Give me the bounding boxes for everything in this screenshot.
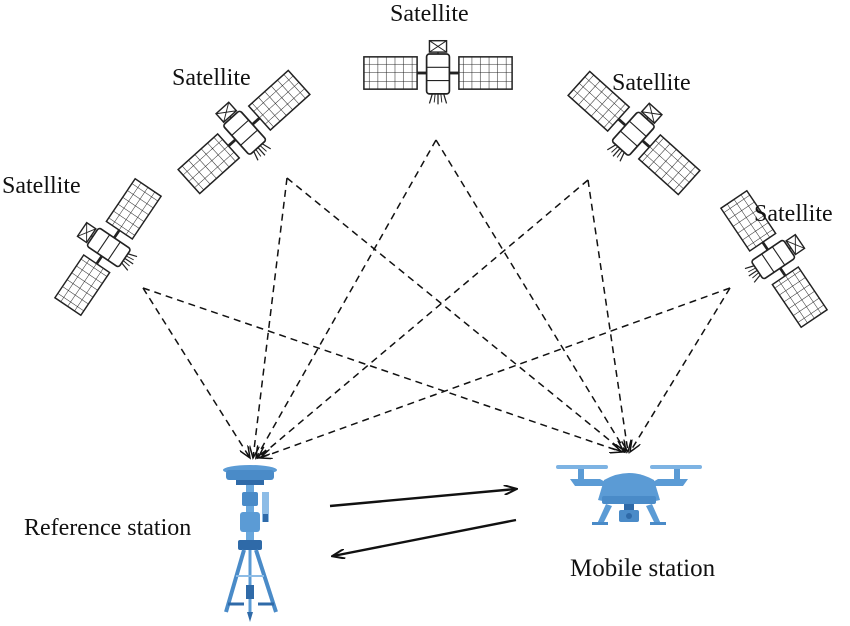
drone-icon [556, 465, 702, 525]
signal-line [286, 177, 624, 452]
signal-line [630, 287, 731, 452]
satellite-icon [362, 39, 514, 106]
signal-line [142, 287, 622, 452]
signal-line [253, 177, 288, 458]
reference-station-label: Reference station [24, 515, 192, 541]
data-link-arrows [329, 489, 517, 556]
signal-lines [142, 139, 731, 458]
signal-line [260, 287, 731, 458]
satellite-label: Satellite [390, 1, 469, 27]
signal-line [435, 139, 626, 452]
satellite-label: Satellite [612, 70, 691, 96]
satellite-label: Satellite [754, 201, 833, 227]
downlink-arrow [333, 518, 517, 556]
signal-line [587, 179, 628, 452]
satellite-label: Satellite [172, 65, 251, 91]
signal-line [258, 179, 589, 458]
mobile-station-label: Mobile station [570, 555, 716, 582]
uplink-arrow [329, 489, 516, 508]
signal-line [256, 139, 437, 458]
signal-line [142, 287, 250, 458]
satellite-label: Satellite [2, 173, 81, 199]
gnss-receiver-tripod-icon [223, 465, 278, 622]
